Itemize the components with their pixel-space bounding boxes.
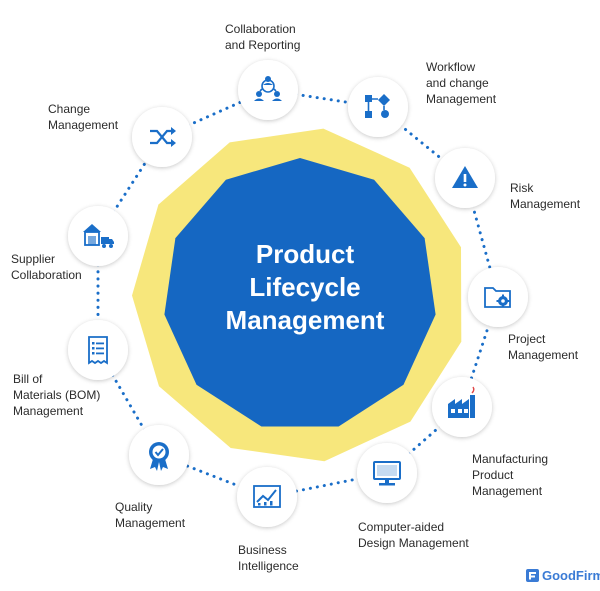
warning-icon <box>452 166 478 188</box>
node-5 <box>432 377 492 437</box>
workflow-icon <box>365 94 390 118</box>
computer-monitor-icon <box>373 461 401 486</box>
label-business-intelligence: Business Intelligence <box>238 543 299 573</box>
node-6 <box>357 443 417 503</box>
connector-dots-segment <box>385 405 464 475</box>
label-supplier-collaboration: Supplier Collaboration <box>11 252 82 282</box>
document-list-icon <box>88 336 108 365</box>
node-11 <box>132 107 192 167</box>
goodfirms-brand: GoodFirms <box>526 567 600 583</box>
label-manufacturing-product: Manufacturing Product Management <box>472 452 549 498</box>
label-risk-management: Risk Management <box>510 181 581 211</box>
team-collaboration-icon <box>254 76 282 101</box>
node-8 <box>129 425 189 485</box>
brand-name: GoodFirms <box>542 567 600 583</box>
center-blue-shape <box>164 158 436 427</box>
node-4 <box>468 267 528 327</box>
node-circle <box>68 206 128 266</box>
label-quality-management: Quality Management <box>115 500 186 530</box>
line-chart-icon <box>253 485 281 508</box>
node-circle <box>68 320 128 380</box>
folder-gear-icon <box>484 287 511 308</box>
factory-icon <box>448 386 475 418</box>
connector-dots-segment <box>160 88 270 139</box>
node-1 <box>238 60 298 120</box>
node-circle <box>468 267 528 327</box>
goodfirms-logo-icon <box>526 568 539 582</box>
node-circle <box>237 467 297 527</box>
center-title: Product Lifecycle Management <box>225 239 385 335</box>
node-circles <box>68 60 528 527</box>
label-collaboration-reporting: Collaboration and Reporting <box>225 22 301 52</box>
node-circle <box>238 60 298 120</box>
node-2 <box>348 77 408 137</box>
label-cad-management: Computer-aided Design Management <box>358 520 469 550</box>
award-badge-icon <box>149 442 169 471</box>
connector-dots-segment <box>460 295 500 409</box>
connector-dots-segment <box>157 453 269 499</box>
node-10 <box>68 206 128 266</box>
node-3 <box>435 148 495 208</box>
label-change-management: Change Management <box>48 102 119 132</box>
shuffle-icon <box>150 127 176 147</box>
node-9 <box>68 320 128 380</box>
warehouse-truck-icon <box>83 224 114 248</box>
node-circle <box>348 77 408 137</box>
label-workflow-change: Workflow and change Management <box>426 60 497 106</box>
node-7 <box>237 467 297 527</box>
label-project-management: Project Management <box>508 332 579 362</box>
node-circle <box>357 443 417 503</box>
label-bom-management: Bill of Materials (BOM) Management <box>13 372 101 418</box>
